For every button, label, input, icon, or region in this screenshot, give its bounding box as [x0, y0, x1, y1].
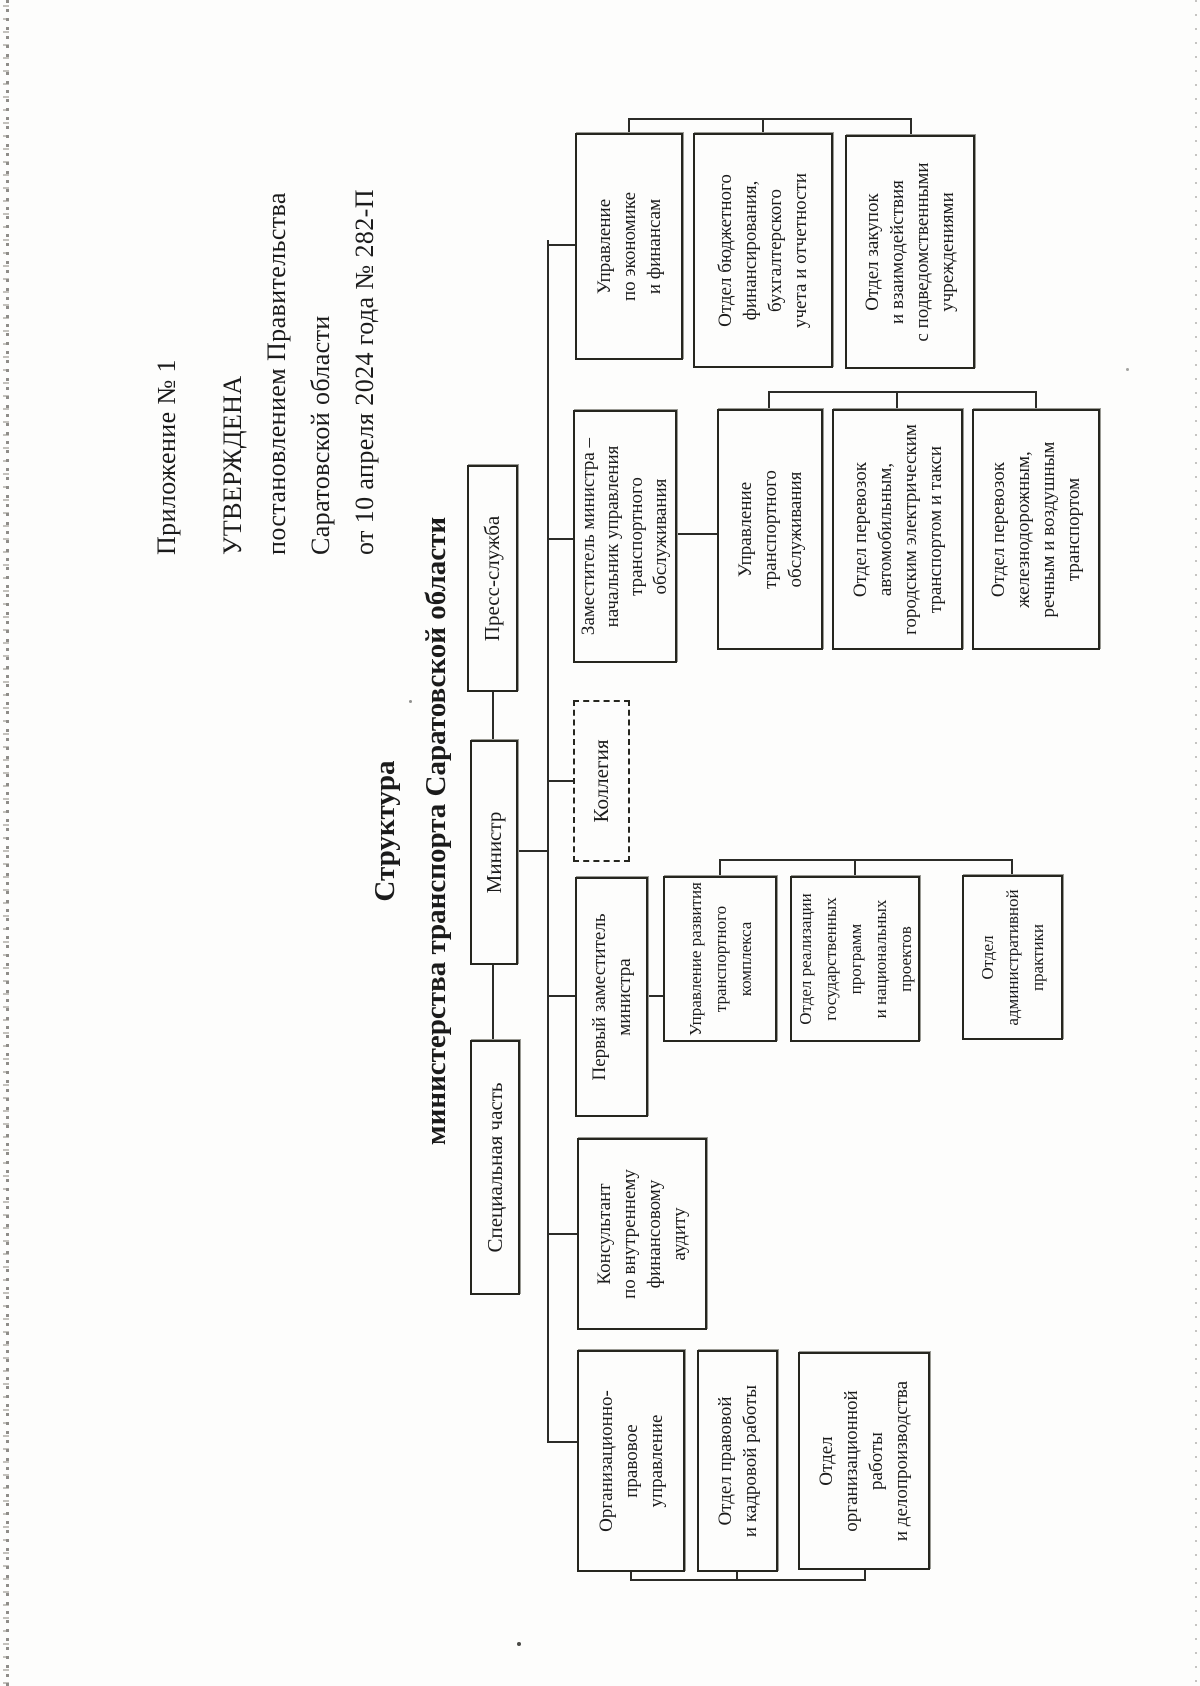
- bracket-stub-otdel-avto: [896, 391, 898, 409]
- page-title: Структура министерства транспорта Сарато…: [360, 401, 462, 1261]
- connector-zam-transport: [677, 533, 717, 535]
- connector-stub-konsultant: [549, 1233, 577, 1235]
- org-node-otdel-org-raboty: Отдел организационной работы и делопроиз…: [798, 1352, 930, 1570]
- bracket-stub-otdel-adm: [1011, 859, 1013, 875]
- bracket-stub-otdel-byudzhet: [762, 118, 764, 133]
- bracket-org-pravovoe: [630, 1579, 866, 1581]
- scan-artifact-speck: [409, 700, 412, 703]
- bracket-stub-org-pravovoe: [630, 1572, 632, 1581]
- approval-header: Приложение № 1 УТВЕРЖДЕНА постановлением…: [145, 85, 387, 555]
- org-node-otdel-zakupok: Отдел закупок и взаимодействия с подведо…: [845, 135, 975, 369]
- connector-stub-zam-ministra: [549, 538, 573, 540]
- org-node-zam-ministra: Заместитель министра – начальник управле…: [573, 410, 677, 663]
- bracket-stub-otdel-zakupok: [910, 118, 912, 135]
- org-node-press-sluzhba: Пресс-служба: [467, 465, 518, 692]
- org-node-konsultant: Консультант по внутреннему финансовому а…: [577, 1138, 707, 1330]
- org-node-otdel-pravovoi: Отдел правовой и кадровой работы: [697, 1350, 778, 1572]
- approved-line: УТВЕРЖДЕНА: [218, 375, 247, 555]
- org-node-otdel-programm: Отдел реализации государственных програм…: [790, 876, 920, 1042]
- connector-spine: [547, 240, 549, 1443]
- bracket-stub-otdel-org-raboty: [864, 1570, 866, 1581]
- bracket-stub-otdel-programm: [854, 859, 856, 876]
- bracket-ekonomika: [628, 118, 912, 120]
- connector-ministr-press: [492, 692, 494, 740]
- appendix-line: Приложение № 1: [152, 359, 181, 555]
- title-line-1: Структура: [369, 760, 401, 902]
- org-node-pervyi-zam: Первый заместитель министра: [575, 877, 648, 1117]
- bracket-stub-upr-transport: [768, 391, 770, 409]
- bracket-transport: [768, 391, 1037, 393]
- region-line: Саратовской области: [306, 315, 335, 555]
- org-node-upr-razvitiya: Управление развития транспортного компле…: [663, 876, 777, 1042]
- scan-artifact-right-edge: [1192, 0, 1198, 1686]
- connector-stub-pervyi-zam: [549, 995, 575, 997]
- connector-ministr-spine: [518, 850, 549, 852]
- bracket-stub-upr-ekonomika: [628, 118, 630, 133]
- org-node-ministr: Министр: [470, 740, 518, 965]
- org-node-upr-transport: Управление транспортного обслуживания: [717, 409, 823, 650]
- connector-stub-org-pravovoe: [549, 1441, 577, 1443]
- org-node-kollegiya: Коллегия: [573, 700, 630, 862]
- scan-artifact-left-edge: [3, 0, 12, 1686]
- scan-artifact-speck: [1126, 368, 1129, 371]
- org-node-upr-ekonomika: Управление по экономике и финансам: [575, 133, 683, 360]
- bracket-stub-upr-razvitiya: [719, 859, 721, 876]
- org-node-otdel-avto: Отдел перевозок автомобильным, городским…: [832, 409, 963, 650]
- org-node-spec-chast: Специальная часть: [470, 1040, 520, 1295]
- org-node-otdel-zhd: Отдел перевозок железнодорожным, речным …: [972, 409, 1100, 650]
- org-node-org-pravovoe: Организационно- правовое управление: [577, 1350, 685, 1572]
- bracket-razvitiya: [719, 859, 1013, 861]
- decree-line: постановлением Правительства: [262, 192, 291, 555]
- connector-stub-kollegiya: [549, 780, 573, 782]
- connector-pervyi-razvitiya: [648, 995, 663, 997]
- scan-artifact-speck: [517, 1642, 521, 1646]
- bracket-stub-otdel-zhd: [1035, 391, 1037, 409]
- org-node-otdel-adm: Отдел административной практики: [962, 875, 1063, 1040]
- title-line-2: министерства транспорта Саратовской обла…: [420, 516, 452, 1146]
- connector-stub-upr-ekonomika: [549, 244, 575, 246]
- bracket-stub-otdel-pravovoi: [736, 1572, 738, 1581]
- connector-spec-ministr: [492, 965, 494, 1040]
- org-node-otdel-byudzhet: Отдел бюджетного финансирования, бухгалт…: [693, 133, 833, 368]
